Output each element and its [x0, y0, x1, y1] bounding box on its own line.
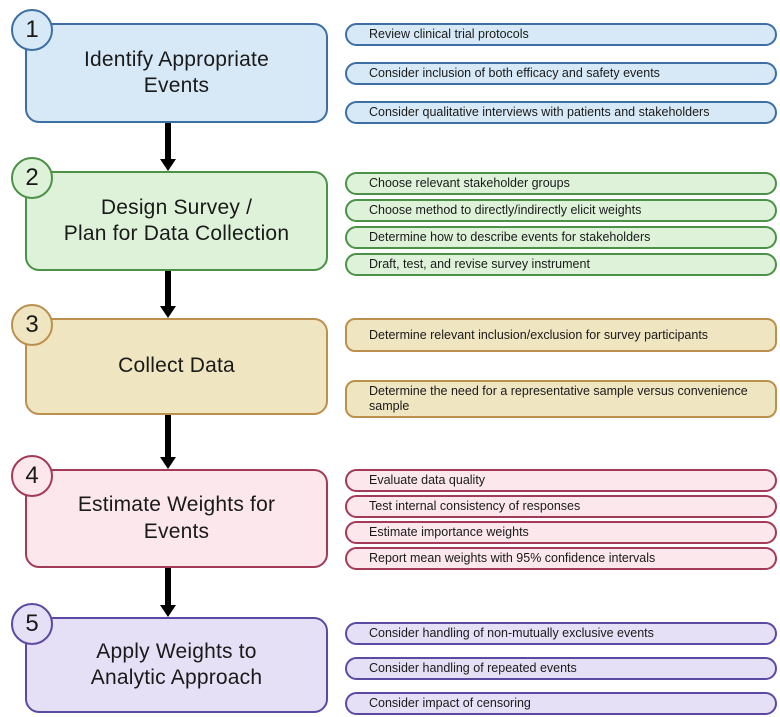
arrow-shaft	[165, 123, 171, 159]
detail-pill: Test internal consistency of responses	[345, 495, 777, 518]
step-2-box: 2 Design Survey / Plan for Data Collecti…	[11, 157, 328, 271]
step-3-title: Collect Data	[118, 354, 235, 378]
detail-pill: Consider handling of repeated events	[345, 657, 777, 680]
step-2-number-badge: 2	[11, 157, 53, 199]
down-arrow-icon	[160, 415, 176, 469]
step-3-number-badge: 3	[11, 304, 53, 346]
detail-pill: Determine the need for a representative …	[345, 380, 777, 418]
step-1-title: Identify Appropriate Events	[84, 47, 269, 97]
step-4-number-badge: 4	[11, 455, 53, 497]
detail-pill: Consider handling of non-mutually exclus…	[345, 622, 777, 645]
arrow-shaft	[165, 568, 171, 605]
detail-pill: Choose method to directly/indirectly eli…	[345, 199, 777, 222]
arrow-head	[160, 457, 176, 469]
arrow-shaft	[165, 415, 171, 457]
detail-pill: Consider qualitative interviews with pat…	[345, 101, 777, 124]
arrow-head	[160, 605, 176, 617]
detail-pill: Review clinical trial protocols	[345, 23, 777, 46]
detail-pill: Evaluate data quality	[345, 469, 777, 492]
detail-pill: Choose relevant stakeholder groups	[345, 172, 777, 195]
detail-pill: Determine relevant inclusion/exclusion f…	[345, 318, 777, 352]
down-arrow-icon	[160, 123, 176, 171]
step-5-title: Apply Weights to Analytic Approach	[90, 639, 263, 689]
step-4-box: 4 Estimate Weights for Events	[11, 455, 328, 568]
step-4-title: Estimate Weights for Events	[77, 493, 276, 543]
step-1-number-badge: 1	[11, 9, 53, 51]
step-1-details: Review clinical trial protocols Consider…	[345, 23, 777, 124]
arrow-head	[160, 159, 176, 171]
step-5-box: 5 Apply Weights to Analytic Approach	[11, 603, 328, 713]
detail-pill: Determine how to describe events for sta…	[345, 226, 777, 249]
step-4-details: Evaluate data quality Test internal cons…	[345, 469, 777, 570]
detail-pill: Report mean weights with 95% confidence …	[345, 547, 777, 570]
detail-pill: Estimate importance weights	[345, 521, 777, 544]
step-3-details: Determine relevant inclusion/exclusion f…	[345, 318, 777, 418]
step-5-details: Consider handling of non-mutually exclus…	[345, 622, 777, 715]
arrow-head	[160, 306, 176, 318]
detail-pill: Draft, test, and revise survey instrumen…	[345, 253, 777, 276]
down-arrow-icon	[160, 568, 176, 617]
detail-pill: Consider inclusion of both efficacy and …	[345, 62, 777, 85]
step-3-box: 3 Collect Data	[11, 304, 328, 415]
detail-pill: Consider impact of censoring	[345, 692, 777, 715]
down-arrow-icon	[160, 271, 176, 318]
step-5-number-badge: 5	[11, 603, 53, 645]
arrow-shaft	[165, 271, 171, 306]
step-1-box: 1 Identify Appropriate Events	[11, 9, 328, 123]
step-2-details: Choose relevant stakeholder groups Choos…	[345, 172, 777, 276]
step-2-title: Design Survey / Plan for Data Collection	[63, 195, 290, 245]
